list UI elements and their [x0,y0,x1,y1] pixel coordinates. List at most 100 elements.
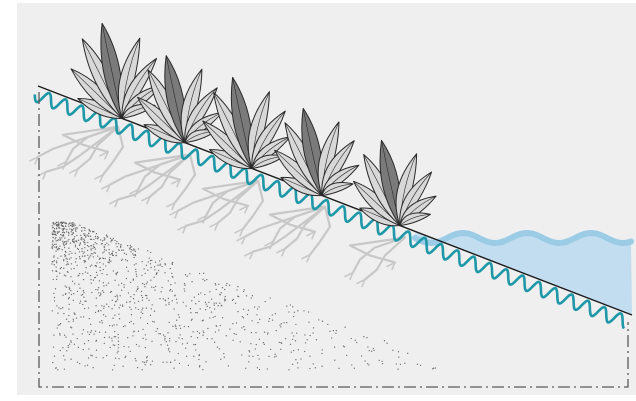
sand-grain [164,336,165,337]
sand-grain [108,244,109,245]
sand-grain [295,324,296,325]
sand-grain [128,270,129,271]
sand-grain [99,332,100,333]
sand-grain [135,307,136,308]
sand-grain [55,235,56,236]
sand-grain [165,264,166,265]
sand-grain [90,324,91,325]
sand-grain [126,302,127,303]
sand-grain [114,331,115,332]
sand-grain [105,316,106,317]
sand-grain [58,307,59,308]
sand-grain [72,222,73,223]
sand-grain [160,333,161,334]
sand-grain [133,257,134,258]
sand-grain [219,303,220,304]
sand-grain [52,234,53,235]
sand-grain [178,353,179,354]
sand-grain [71,229,72,230]
sand-grain [54,264,55,265]
sand-grain [327,324,328,325]
sand-grain [396,363,397,364]
sand-grain [145,347,146,348]
sand-grain [106,243,107,244]
sand-grain [146,308,147,309]
sand-grain [344,327,345,328]
sand-grain [174,282,175,283]
sand-grain [73,300,74,301]
sand-grain [59,248,60,249]
sand-grain [170,268,171,269]
sand-grain [54,231,55,232]
sand-grain [216,289,217,290]
sand-grain [235,334,236,335]
sand-grain [68,248,69,249]
sand-grain [184,326,185,327]
sand-grain [83,279,84,280]
sand-grain [96,243,97,244]
sand-grain [52,225,53,226]
sand-grain [106,250,107,251]
sand-grain [150,267,151,268]
sand-grain [279,324,280,325]
sand-grain [52,261,53,262]
sand-grain [293,316,294,317]
sand-grain [331,337,332,338]
sand-grain [281,323,282,324]
sand-grain [258,358,259,359]
sand-grain [179,363,180,364]
sand-grain [57,224,58,225]
sand-grain [151,286,152,287]
sand-grain [144,362,145,363]
sand-grain [142,338,143,339]
sand-grain [52,240,53,241]
sand-grain [135,269,136,270]
sand-grain [220,325,221,326]
sand-grain [114,280,115,281]
sand-grain [184,290,185,291]
sand-grain [56,260,57,261]
sand-grain [218,329,219,330]
sand-grain [143,268,144,269]
sand-grain [66,231,67,232]
sand-grain [106,274,107,275]
sand-grain [109,337,110,338]
sand-grain [79,243,80,244]
sand-grain [121,283,122,284]
sand-grain [83,290,84,291]
sand-grain [118,344,119,345]
sand-grain [295,359,296,360]
sand-grain [214,316,215,317]
sand-grain [90,275,91,276]
sand-grain [154,289,155,290]
sand-grain [103,308,104,309]
sand-grain [206,279,207,280]
sand-grain [123,249,124,250]
sand-grain [83,292,84,293]
sand-grain [131,314,132,315]
sand-grain [74,236,75,237]
sand-grain [197,312,198,313]
sand-grain [96,233,97,234]
sand-grain [63,235,64,236]
sand-grain [398,351,399,352]
sand-grain [160,344,161,345]
sand-grain [241,327,242,328]
sand-grain [62,228,63,229]
sand-grain [118,337,119,338]
sand-grain [109,254,110,255]
sand-grain [283,322,284,323]
sand-grain [118,347,119,348]
sand-grain [170,284,171,285]
sand-grain [315,367,316,368]
sand-grain [146,265,147,266]
sand-grain [103,306,104,307]
sand-grain [60,234,61,235]
sand-grain [82,333,83,334]
sand-grain [100,294,101,295]
sand-grain [373,348,374,349]
sand-grain [257,322,258,323]
sand-grain [79,288,80,289]
sand-grain [166,361,167,362]
sand-grain [175,324,176,325]
